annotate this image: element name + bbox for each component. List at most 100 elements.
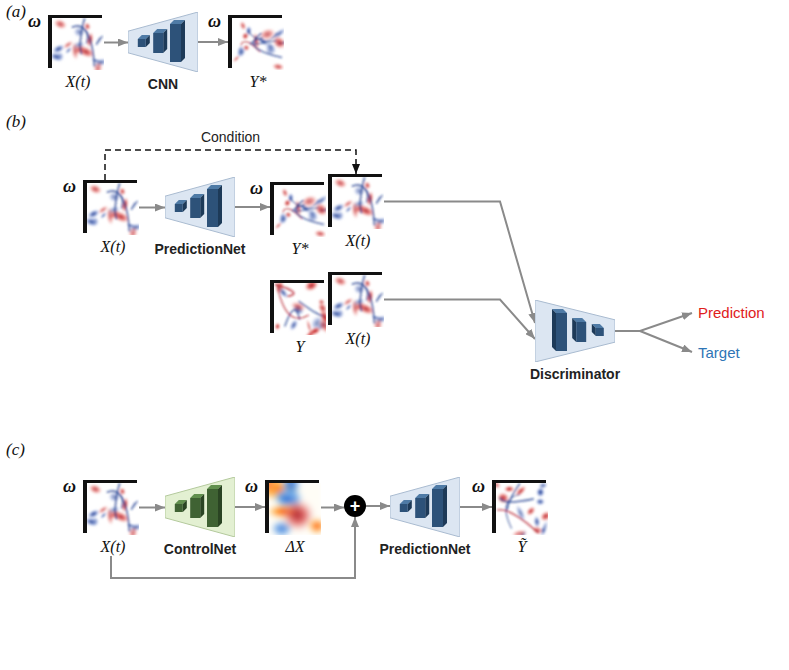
network-box: CNN <box>128 12 198 93</box>
layer-block <box>190 498 200 518</box>
network-name: ControlNet <box>120 541 280 558</box>
vorticity-field <box>265 480 321 535</box>
network-shape <box>128 12 198 72</box>
field-symbol: ω <box>63 176 76 197</box>
layer-block <box>163 29 167 53</box>
field-image <box>48 15 104 70</box>
edge-label: Condition <box>198 129 263 146</box>
layer-block <box>183 200 187 212</box>
field-streak <box>352 283 375 324</box>
field-image-box: ωX(t) <box>83 480 139 556</box>
field-blob <box>302 280 322 294</box>
vorticity-field <box>274 280 326 335</box>
field-image-box: ωY* <box>270 182 326 258</box>
network-outline <box>390 477 460 537</box>
flow-arrow <box>139 207 165 209</box>
image-label: Y* <box>240 240 360 258</box>
field-streak <box>497 510 538 533</box>
field-streak <box>507 484 520 511</box>
field-symbol: ω <box>208 11 221 32</box>
field-streak <box>275 284 294 296</box>
field-image-box: X(t) <box>328 174 384 250</box>
field-blob <box>83 215 99 228</box>
network-shape <box>390 477 460 537</box>
vorticity-field <box>328 176 384 229</box>
image-label: X(t) <box>298 232 418 250</box>
field-blob <box>341 296 355 308</box>
layer-block <box>572 318 576 342</box>
layer-block <box>408 500 412 512</box>
edges <box>104 42 535 578</box>
field-blob <box>235 45 248 59</box>
layer-block <box>443 485 447 527</box>
network-shape <box>165 177 235 237</box>
flow-arrow <box>198 41 228 43</box>
flow-arrow <box>384 202 535 324</box>
field-image-box: ωY* <box>228 15 284 91</box>
layer-block <box>183 500 187 512</box>
field-blob <box>328 209 344 222</box>
network-shape <box>165 477 235 537</box>
output-arrow <box>615 313 692 331</box>
field-streak <box>80 18 84 54</box>
field-streak <box>298 301 323 316</box>
vorticity-field <box>231 20 284 70</box>
layer-block <box>556 313 567 351</box>
field-streak <box>296 200 324 224</box>
layer-block <box>200 494 204 518</box>
network-shape <box>390 477 460 537</box>
layer-block <box>425 494 429 518</box>
field-blob <box>271 62 284 70</box>
layer-block <box>218 185 222 227</box>
layer-block <box>170 24 181 62</box>
flow-arrow <box>235 206 270 208</box>
field-image <box>83 180 139 235</box>
field-blob <box>537 481 548 491</box>
layer-block <box>138 39 146 47</box>
field-image <box>328 174 384 229</box>
field-symbol: ω <box>63 476 76 497</box>
output-arrow <box>640 331 692 352</box>
network-shape <box>535 300 615 362</box>
field-streak <box>376 293 382 302</box>
field-streak <box>360 177 364 213</box>
field-streak <box>107 491 130 532</box>
field-streak <box>290 198 319 208</box>
field-image-box: ωX(t) <box>48 15 104 91</box>
field-blob <box>332 274 350 289</box>
flow-arrow <box>384 300 535 340</box>
network-box: PredictionNet <box>165 177 235 258</box>
image-label: Y* <box>198 73 318 91</box>
field-image-box: Y <box>270 280 326 356</box>
network-outline <box>535 300 615 362</box>
image-label: X(t) <box>298 330 418 348</box>
field-blob <box>492 480 503 491</box>
layer-block <box>592 324 596 336</box>
sum-circle: + <box>344 495 366 517</box>
sum-node: + <box>344 495 366 517</box>
panel-label: (b) <box>6 112 26 132</box>
field-image <box>328 274 384 327</box>
network-shape <box>128 12 198 72</box>
flow-arrow <box>460 506 492 508</box>
field-streak <box>131 201 137 210</box>
field-streak <box>500 497 534 501</box>
field-blob <box>328 307 344 320</box>
layer-block <box>181 20 185 62</box>
field-streak <box>376 195 382 204</box>
field-blob <box>524 504 538 518</box>
field-blob <box>510 528 528 535</box>
field-image <box>274 280 326 335</box>
layer-block <box>153 33 163 53</box>
network-name: PredictionNet <box>345 541 505 558</box>
flow-arrow <box>104 42 128 44</box>
field-image <box>492 480 548 535</box>
flow-arrow <box>139 507 165 509</box>
field-blob <box>313 229 326 237</box>
field-blob <box>96 504 110 516</box>
network-shape <box>165 177 235 237</box>
field-streak <box>115 483 119 519</box>
image-label: Ỹ <box>462 538 582 556</box>
field-image <box>83 482 139 535</box>
